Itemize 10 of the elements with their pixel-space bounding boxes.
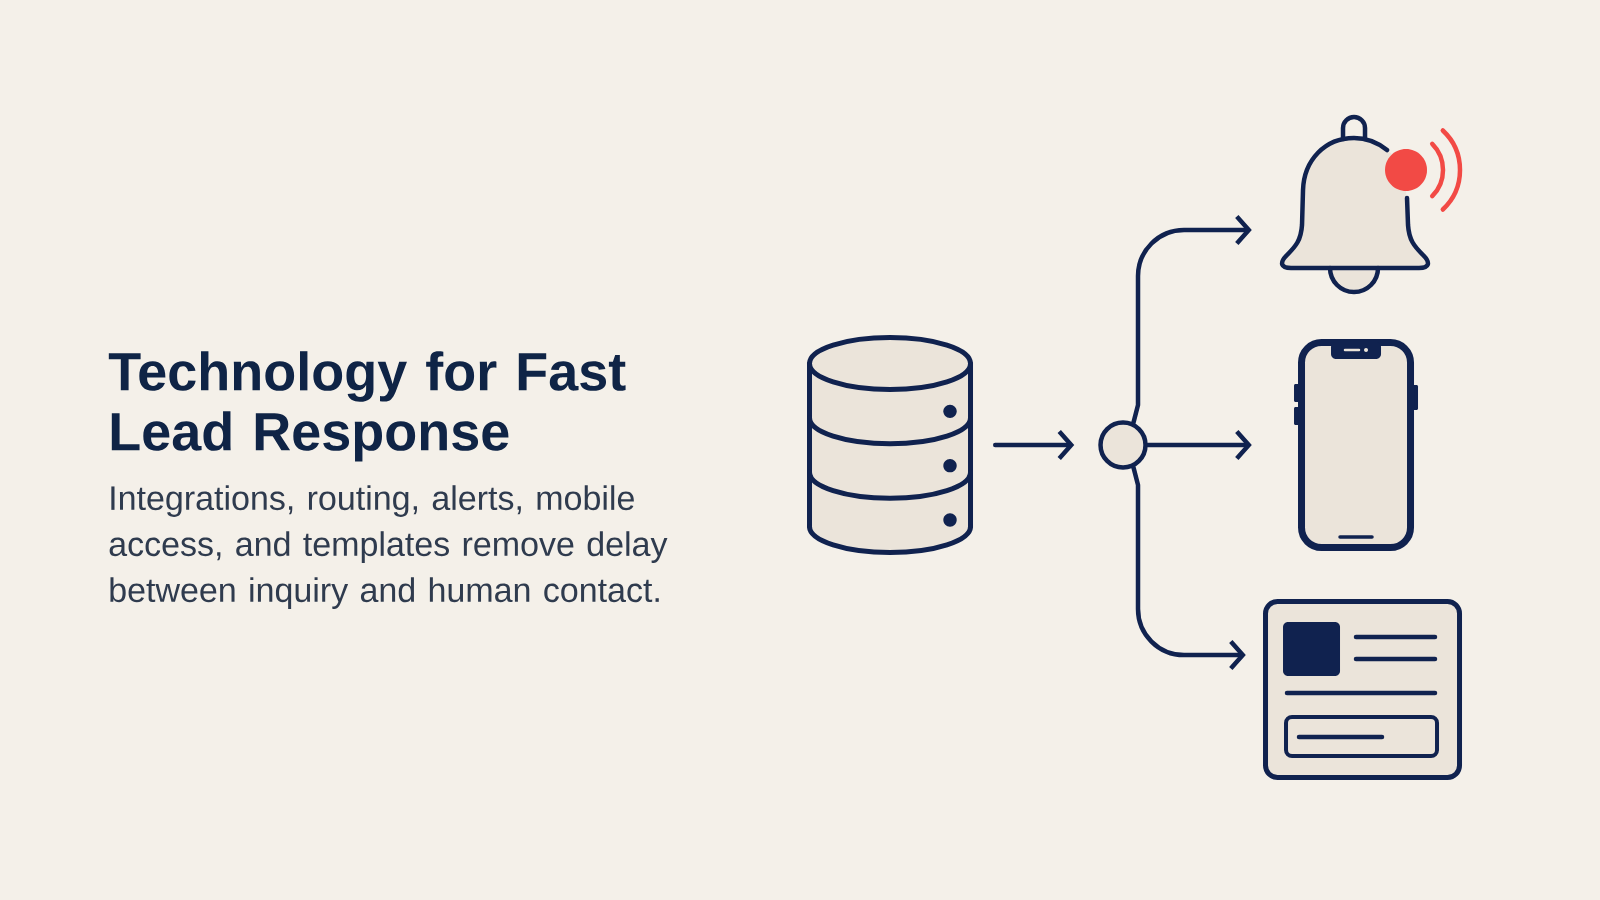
phone-icon xyxy=(1294,339,1418,551)
bell-icon xyxy=(1279,114,1463,295)
arrow xyxy=(1131,465,1246,670)
arrow xyxy=(1145,430,1252,460)
database-icon xyxy=(807,335,973,555)
arrow xyxy=(992,430,1075,460)
subtitle: Integrations, routing, alerts, mobile access, and templates remove delay between inquiry and human contact. xyxy=(109,485,668,609)
arrow xyxy=(1131,215,1252,425)
form-card-icon xyxy=(1263,599,1462,780)
title: Technology for Fast Lead Response xyxy=(108,351,626,462)
